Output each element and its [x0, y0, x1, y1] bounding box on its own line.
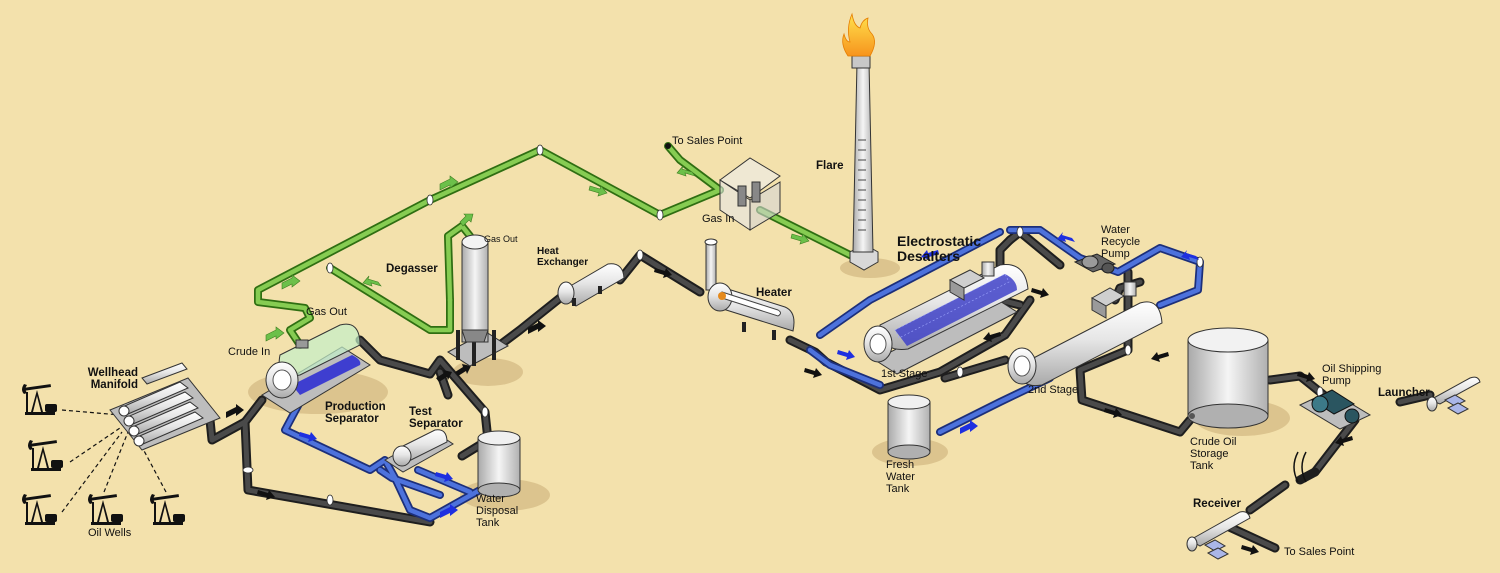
production-separator-label: Production Separator [325, 401, 386, 425]
crude-oil-storage-tank-label: Crude Oil Storage Tank [1190, 436, 1237, 472]
flow-arrows-dark [226, 268, 1353, 555]
oil-pumpjack-icon [22, 384, 57, 415]
water-pipes [281, 226, 1204, 522]
heater [704, 238, 795, 340]
test-separator-label: Test Separator [409, 406, 463, 430]
water-recycle-pump [1073, 253, 1117, 274]
crude-in-label: Crude In [228, 346, 271, 358]
desalter-second-stage [1007, 281, 1163, 387]
pipeline-break [1293, 451, 1320, 485]
gas-out-separator-label: Gas Out [306, 306, 347, 318]
heat-exchanger [557, 263, 625, 307]
second-stage-label: 2nd Stage [1028, 384, 1079, 396]
pipe-couplings [242, 144, 1324, 506]
flare-stack [849, 55, 879, 271]
gas-metering-skid [665, 143, 781, 231]
wellhead-manifold-label: Wellhead Manifold [87, 367, 138, 391]
pig-launcher [1426, 376, 1481, 415]
wellhead-manifold [109, 362, 221, 451]
oil-shipping-pump-label: Oil Shipping Pump [1322, 363, 1382, 387]
to-sales-point-oil-label: To Sales Point [1284, 546, 1355, 558]
flame-icon [842, 12, 875, 57]
water-disposal-tank [477, 430, 521, 498]
receiver-label: Receiver [1193, 498, 1241, 510]
flow-arrows-blue [299, 232, 1199, 518]
heat-exchanger-label: Heat Exchanger [537, 246, 589, 268]
fresh-water-tank [887, 394, 931, 460]
flow-arrows-green [265, 165, 810, 342]
launcher-label: Launcher [1378, 387, 1430, 399]
oil-wells-label: Oil Wells [88, 527, 132, 539]
flare-label: Flare [816, 160, 844, 172]
fresh-water-tank-label: Fresh Water Tank [886, 459, 915, 495]
oil-pumpjack-icon [150, 494, 185, 525]
gas-out-degasser-label: Gas Out [484, 234, 518, 244]
oil-pumpjack-icon [22, 494, 57, 525]
crude-oil-storage-tank [1187, 327, 1269, 429]
degasser [447, 234, 509, 367]
heater-label: Heater [756, 287, 792, 299]
gas-pipes [254, 142, 854, 349]
oil-shipping-pump [1298, 389, 1372, 430]
desalter-first-stage [863, 261, 1029, 375]
first-stage-label: 1st Stage [881, 368, 928, 380]
degasser-label: Degasser [386, 263, 438, 275]
to-sales-point-gas-label: To Sales Point [672, 135, 743, 147]
water-recycle-pump-label: Water Recycle Pump [1101, 224, 1141, 260]
water-disposal-tank-label: Water Disposal Tank [476, 493, 519, 529]
production-separator [261, 323, 371, 414]
test-separator [384, 429, 454, 473]
gas-in-label: Gas In [702, 213, 735, 225]
electrostatic-desalters-label: Electrostatic Desalters [897, 233, 982, 264]
oil-pumpjack-icon [88, 494, 123, 525]
oil-pumpjack-icon [28, 440, 63, 471]
pig-receiver [1186, 511, 1251, 560]
